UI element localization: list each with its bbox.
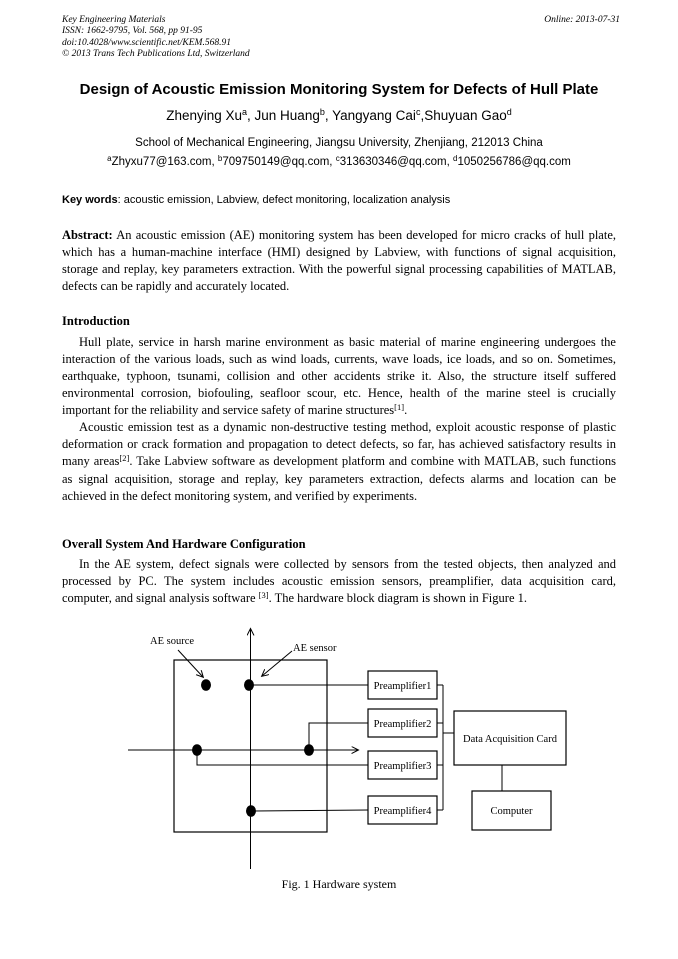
wire-sensor4-preamp4 [250, 809, 369, 812]
figure-1-caption: Fig. 1 Hardware system [281, 877, 397, 891]
wire-sensor3-preamp3 [196, 750, 368, 766]
daq-label: Data Acquisition Card [463, 734, 558, 745]
ae-sensor-label: AE sensor [293, 643, 337, 654]
preamplifier2-label: Preamplifier2 [374, 719, 432, 730]
paper-title: Design of Acoustic Emission Monitoring S… [79, 81, 599, 98]
abstract-paragraph: Abstract: An acoustic emission (AE) moni… [62, 227, 616, 295]
preamplifier3-label: Preamplifier3 [374, 761, 432, 772]
ae-source-dot [201, 679, 211, 691]
reference-mark: [3] [258, 589, 269, 600]
daq-box [453, 710, 567, 766]
doi-line: doi:10.4028/www.scientific.net/KEM.568.9… [62, 37, 231, 48]
ae-source-label: AE source [150, 636, 194, 647]
intro-paragraph-2: Acoustic emission test as a dynamic non-… [62, 419, 616, 505]
intro-paragraph-1: Hull plate, service in harsh marine envi… [62, 334, 616, 420]
email-affil-mark: b [217, 154, 223, 163]
abstract-text: An acoustic emission (AE) monitoring sys… [62, 228, 616, 293]
paragraph-text: . The hardware block diagram is shown in… [268, 591, 527, 605]
emails-line: aZhyxu77@163.com, b709750149@qq.com, c31… [0, 154, 678, 168]
paragraph-text: In the AE system, defect signals were co… [62, 557, 616, 605]
email-address: 313630346@qq.com, [339, 156, 454, 168]
paragraph-text: Acoustic emission test as a dynamic non-… [62, 420, 616, 468]
email-affil-mark: d [453, 154, 458, 163]
author-name: Zhenying Xu [166, 108, 243, 123]
section-heading-hardware: Overall System And Hardware Configuratio… [62, 537, 306, 551]
author-affil-mark: c [415, 107, 421, 117]
email-affil-mark: c [335, 154, 340, 163]
journal-info: Key Engineering Materials ISSN: 1662-979… [62, 15, 250, 61]
keywords-line: Key words: acoustic emission, Labview, d… [62, 194, 616, 206]
copyright-line: © 2013 Trans Tech Publications Ltd, Swit… [62, 49, 250, 60]
wire-sensor2-preamp2 [308, 722, 368, 750]
keywords-text: : acoustic emission, Labview, defect mon… [117, 194, 451, 206]
email-address: Zhyxu77@163.com, [111, 156, 218, 168]
author-name: , Jun Huang [247, 108, 320, 123]
reference-mark: [2] [119, 452, 130, 463]
affiliation: School of Mechanical Engineering, Jiangs… [135, 137, 543, 149]
journal-header: Key Engineering Materials ISSN: 1662-979… [62, 15, 620, 61]
author-name: ,Shuyuan Gao [420, 108, 507, 123]
issn-line: ISSN: 1662-9795, Vol. 568, pp 91-95 [62, 26, 203, 37]
section-heading-introduction: Introduction [62, 314, 130, 328]
author-affil-mark: a [242, 107, 248, 117]
abstract-label: Abstract: [62, 228, 113, 242]
computer-label: Computer [491, 806, 533, 817]
paragraph-text: . [404, 403, 408, 417]
figure-1-hardware-diagram: AE source AE sensor Preamplifier1 Preamp… [128, 620, 567, 869]
plate-outline [173, 659, 328, 833]
preamplifier1-label: Preamplifier1 [374, 681, 432, 692]
computer-box [471, 790, 552, 831]
author-name: , Yangyang Cai [324, 108, 416, 123]
author-affil-mark: b [319, 107, 325, 117]
reference-mark: [1] [394, 401, 405, 412]
ae-source-pointer-arrow [177, 649, 203, 677]
authors-line: Zhenying Xua, Jun Huangb, Yangyang Caic,… [0, 107, 678, 123]
email-affil-mark: a [107, 154, 112, 163]
hardware-paragraph-1: In the AE system, defect signals were co… [62, 556, 616, 608]
email-address: 709750149@qq.com, [222, 156, 336, 168]
journal-name: Key Engineering Materials [62, 15, 166, 25]
email-address: 1050256786@qq.com [457, 156, 571, 168]
ae-sensor-pointer-arrow [262, 650, 293, 676]
preamplifier4-label: Preamplifier4 [374, 806, 432, 817]
paragraph-text: Hull plate, service in harsh marine envi… [62, 335, 616, 417]
paragraph-text: . Take Labview software as development p… [62, 454, 616, 503]
keywords-label: Key words [62, 194, 118, 206]
online-date: Online: 2013-07-31 [544, 15, 620, 25]
author-affil-mark: d [506, 107, 512, 117]
